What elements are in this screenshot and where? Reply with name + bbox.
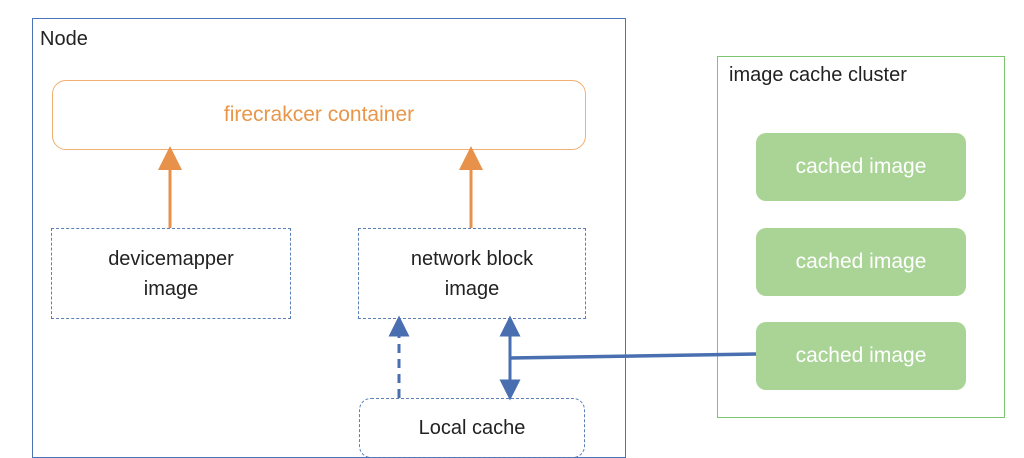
container-label: firecrakcer container [223,103,415,126]
cached-image-link-line [509,352,757,360]
network-block-label-line1: network block [410,247,534,270]
devicemapper-label-line1: devicemapper [108,247,234,270]
devicemapper-label-line2: image [143,277,199,300]
cached-image-1: cached image [756,133,966,201]
network-block-label-line2: image [444,277,500,300]
network-block-image-box: network block image [358,228,586,319]
cached-image-label: cached image [795,155,927,178]
firecracker-container: firecrakcer container [52,80,586,150]
devicemapper-image-box: devicemapper image [51,228,291,319]
local-cache-label: Local cache [418,417,526,439]
cached-image-label: cached image [795,250,927,273]
cluster-title: image cache cluster [729,64,907,86]
cached-image-3: cached image [756,322,966,390]
node-title: Node [40,28,88,50]
cached-image-2: cached image [756,228,966,296]
image-cache-cluster-frame [717,56,1005,418]
cached-image-label: cached image [795,344,927,367]
